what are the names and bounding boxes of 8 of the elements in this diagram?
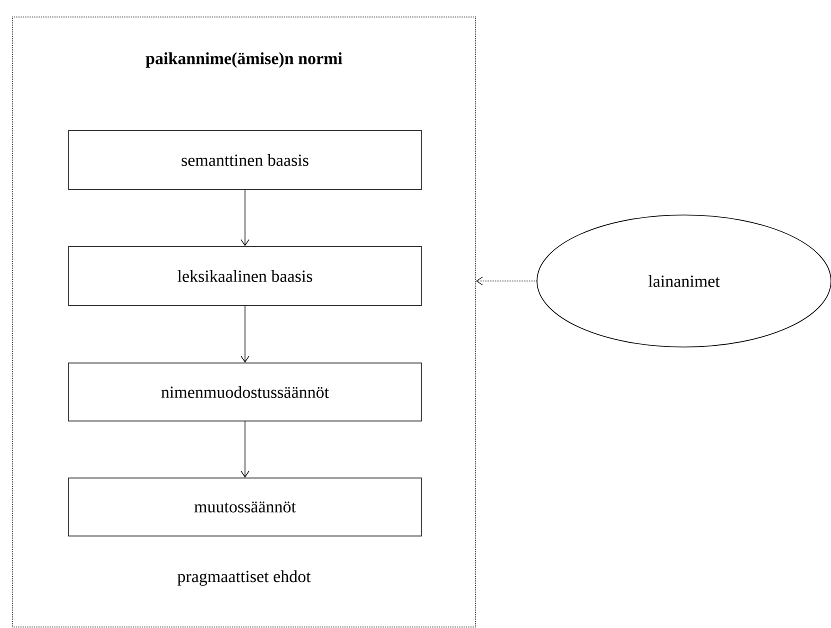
process-box: muutossäännöt: [68, 478, 422, 536]
arrow: [476, 276, 537, 286]
process-box: semanttinen baasis: [68, 130, 422, 190]
process-box: leksikaalinen baasis: [68, 246, 422, 306]
arrow: [240, 190, 250, 246]
arrow: [240, 420, 250, 478]
arrow: [240, 305, 250, 363]
process-box: nimenmuodostussäännöt: [68, 362, 422, 422]
